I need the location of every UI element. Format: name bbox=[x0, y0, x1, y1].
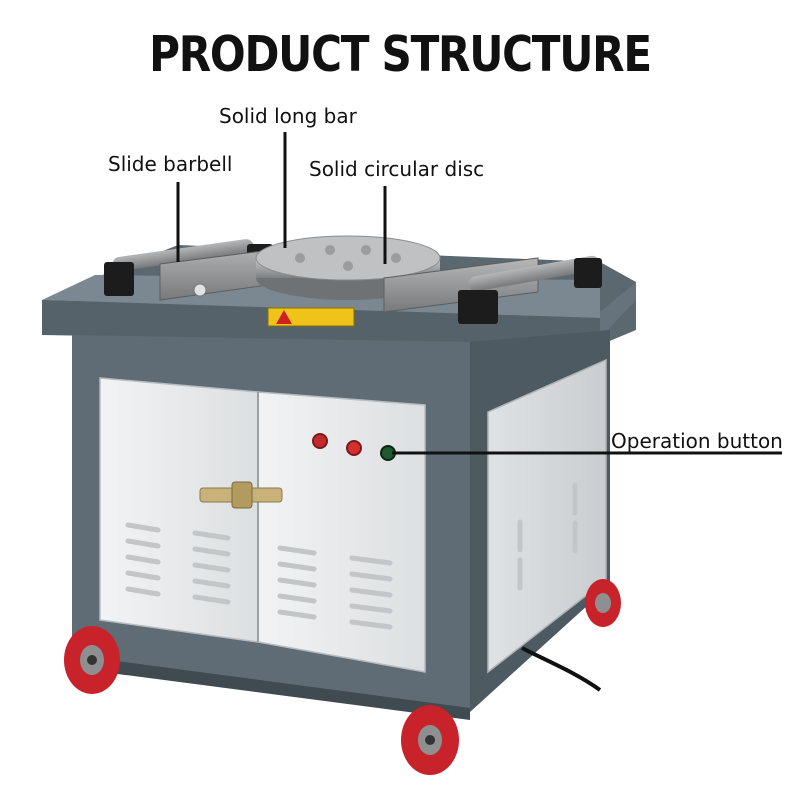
label-solid-long-bar: Solid long bar bbox=[219, 104, 357, 128]
door-latch-icon bbox=[199, 481, 283, 509]
vent-slots bbox=[125, 482, 578, 630]
caster-wheel-front-left bbox=[64, 626, 120, 694]
page-title: PRODUCT STRUCTURE bbox=[149, 26, 652, 83]
solid-long-bar-right bbox=[383, 257, 539, 313]
indicator-light-red-icon bbox=[346, 440, 362, 456]
side-panel bbox=[487, 358, 607, 674]
indicator-light-red-icon bbox=[312, 433, 328, 449]
label-operation-button: Operation button bbox=[611, 429, 783, 453]
caster-wheel-front-right bbox=[401, 705, 459, 775]
label-solid-circular-disc: Solid circular disc bbox=[309, 157, 485, 181]
caster-wheel-back-right bbox=[585, 579, 621, 627]
leader-lines bbox=[176, 132, 782, 455]
slide-barbell-right bbox=[458, 255, 602, 324]
warning-sticker-icon bbox=[267, 307, 355, 327]
bolt-icon bbox=[193, 283, 207, 297]
power-cable bbox=[521, 646, 602, 692]
label-slide-barbell: Slide barbell bbox=[108, 152, 233, 176]
